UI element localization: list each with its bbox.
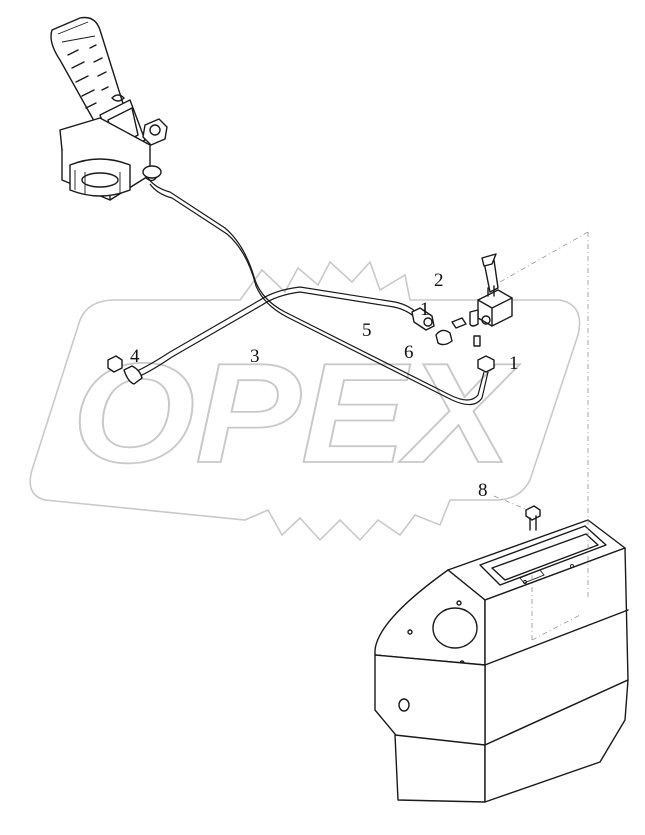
bolt-icon [525,505,541,531]
callout-labels: 1 2 1 3 4 5 6 8 [130,270,519,501]
opex-watermark: OPEX [29,260,581,542]
callout-1-upper: 1 [420,299,430,320]
hand-brake-valve-icon [469,253,513,327]
brake-pedal-valve-icon [50,16,168,201]
console-housing-icon [374,519,629,803]
brake-tube-icon [134,165,489,406]
callout-2: 2 [434,270,444,291]
callout-6: 6 [404,342,414,363]
watermark-text: OPEX [72,334,520,493]
fitting-icon [107,307,495,385]
callout-5: 5 [362,320,372,341]
callout-3: 3 [250,346,260,367]
callout-4: 4 [130,346,140,367]
leader-lines [493,231,589,641]
callout-1-lower: 1 [509,353,519,374]
callout-8: 8 [478,480,488,501]
